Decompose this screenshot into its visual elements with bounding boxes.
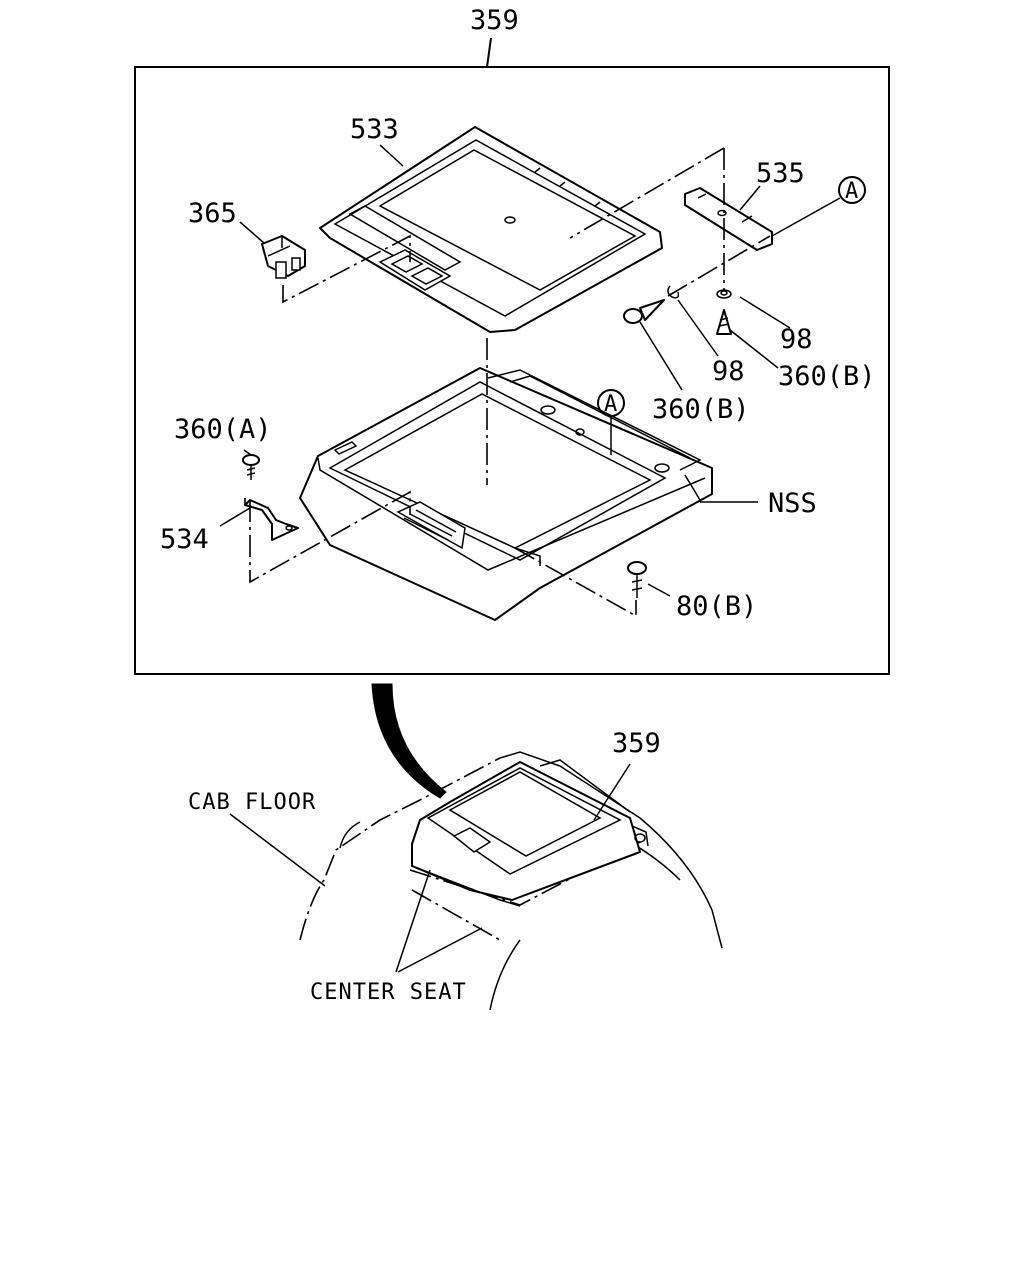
label-ref-a-box: A: [604, 392, 618, 417]
clip-98-a: [667, 285, 680, 299]
label-534: 534: [160, 524, 209, 555]
leader-center-seat-b: [397, 927, 483, 973]
clip-98-b: [716, 289, 732, 299]
label-360b-right: 360(B): [778, 361, 876, 392]
label-98-right: 98: [780, 324, 813, 355]
screw-360b-upright: [716, 309, 732, 335]
lid-533: [319, 126, 663, 333]
leader-359-top: [486, 37, 492, 68]
screw-360b-angled: [623, 299, 665, 324]
label-80b: 80(B): [676, 591, 757, 622]
label-533: 533: [350, 114, 399, 145]
bracket-534: [244, 499, 299, 541]
label-cab-floor: CAB FLOOR: [188, 790, 316, 815]
label-98-center: 98: [712, 356, 745, 387]
leader-center-seat-a: [395, 869, 431, 973]
switch-365: [261, 235, 306, 279]
label-360a: 360(A): [174, 414, 272, 445]
leader-359-bottom: [593, 763, 631, 821]
bolt-80b: [627, 561, 647, 598]
bracket-535: [684, 187, 773, 251]
label-ref-a-top: A: [845, 179, 859, 204]
label-center-seat: CENTER SEAT: [310, 980, 467, 1005]
zoom-arrow: [371, 683, 447, 799]
label-360b-center: 360(B): [652, 394, 750, 425]
console-installed: [411, 759, 649, 907]
label-365: 365: [188, 198, 237, 229]
leader-cab-floor: [229, 813, 326, 887]
screw-360a: [242, 454, 260, 480]
label-359-top: 359: [470, 5, 519, 36]
base-tray: [299, 367, 713, 621]
ref-a-callout-top: [838, 176, 866, 204]
leader-lines: [219, 144, 841, 618]
label-535: 535: [756, 158, 805, 189]
label-359-bottom: 359: [612, 728, 661, 759]
label-nss: NSS: [768, 488, 817, 519]
exploded-view-frame: [134, 66, 890, 675]
